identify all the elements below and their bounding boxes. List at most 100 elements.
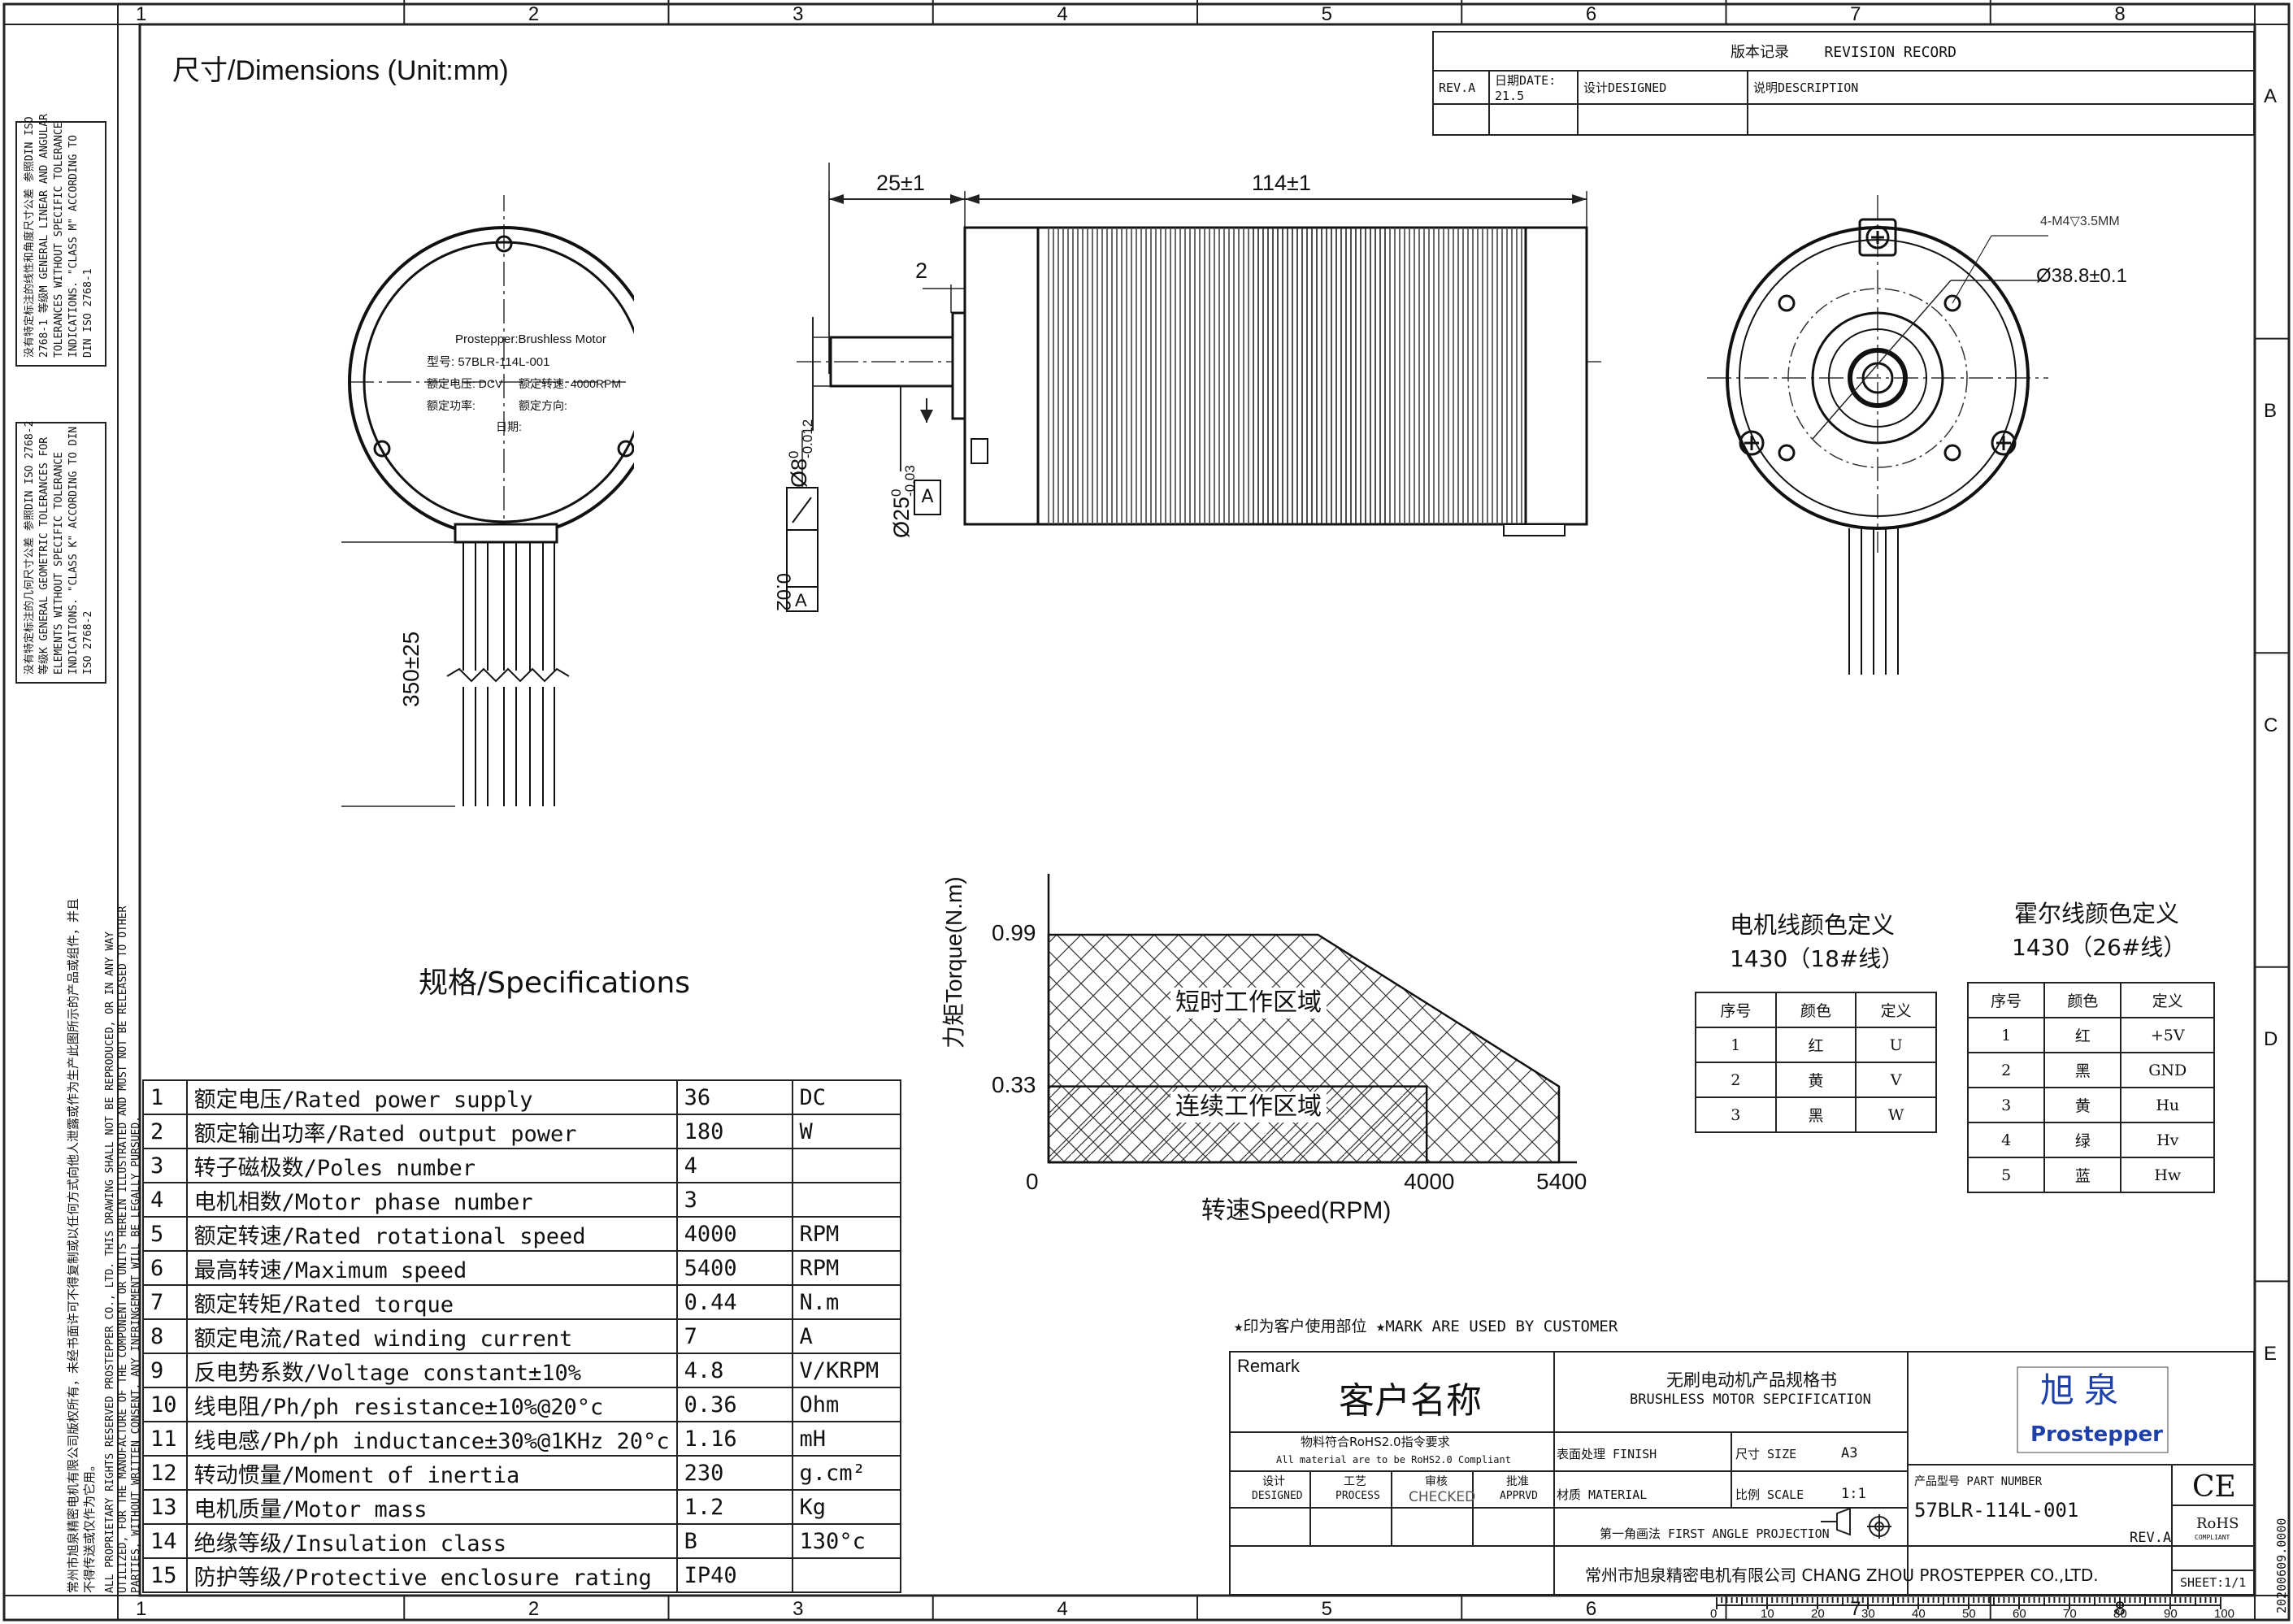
row-letter: D	[2264, 1028, 2278, 1051]
spec-no: 6	[142, 1250, 188, 1286]
spec-no: 9	[142, 1353, 188, 1388]
wire-cell: +5V	[2120, 1017, 2215, 1053]
spec-no: 7	[142, 1284, 188, 1320]
wire-cell: Hv	[2120, 1122, 2215, 1158]
body-length-dim: 114±1	[1252, 171, 1311, 195]
spec-name: 额定转矩/Rated torque	[185, 1284, 678, 1320]
spec-title-cn: 无刷电动机产品规格书	[1666, 1370, 1837, 1390]
wire-cell: 5	[1966, 1157, 2046, 1193]
wire-cell: 4	[1966, 1122, 2046, 1158]
chart-x-tick: 5400	[1536, 1169, 1587, 1194]
chart-region-label: 短时工作区域	[1170, 988, 1327, 1018]
spec-unit: 130°c	[791, 1523, 902, 1559]
column-number-bottom: 3	[793, 1598, 804, 1620]
wire-cell: 蓝	[2043, 1157, 2122, 1193]
material-label: 材质 MATERIAL	[1557, 1487, 1648, 1502]
spec-name: 额定转速/Rated rotational speed	[185, 1216, 678, 1252]
column-number-bottom: 5	[1321, 1598, 1332, 1620]
spec-name: 线电阻/Ph/ph resistance±10%@20°c	[185, 1387, 678, 1422]
chart-xlabel: 转速Speed(RPM)	[1201, 1197, 1392, 1224]
spec-value: 0.36	[675, 1387, 793, 1422]
shaft-length-dim: 25±1	[876, 171, 925, 195]
label-brand: Prostepper:Brushless Motor	[455, 332, 606, 346]
spec-value: B	[675, 1523, 793, 1559]
spec-unit: RPM	[791, 1250, 902, 1286]
spec-no: 5	[142, 1216, 188, 1252]
front-view-drawing	[1707, 195, 2048, 675]
spec-value: 3	[675, 1182, 793, 1218]
spec-value: 1.16	[675, 1421, 793, 1457]
chart-x-tick: 0	[1026, 1169, 1039, 1194]
wire-header: 序号	[1966, 982, 2046, 1018]
spec-unit: V/KRPM	[791, 1353, 902, 1388]
spec-unit	[791, 1182, 902, 1218]
spec-no: 12	[142, 1455, 188, 1491]
spec-name: 反电势系数/Voltage constant±10%	[185, 1353, 678, 1388]
copyright-note-en: ALL PROPRIETARY RIGHTS RESERVED PROSTEPP…	[104, 905, 142, 1593]
tolerance-note-linear: 没有特定标注的线性和角度尺寸公差 参照DIN ISO 2768-1 等级M GE…	[24, 114, 94, 358]
checked-label-en: CHECKED	[1409, 1489, 1476, 1505]
wire-cell: V	[1855, 1062, 1937, 1098]
label-power: 额定功率:	[427, 399, 476, 412]
spec-no: 4	[142, 1182, 188, 1218]
column-number-bottom: 4	[1057, 1598, 1068, 1620]
label-date: 日期:	[496, 420, 522, 433]
logo-cn: 旭泉	[2040, 1370, 2129, 1410]
spec-name: 电机相数/Motor phase number	[185, 1182, 678, 1218]
spec-value: 4	[675, 1148, 793, 1183]
star-note: ★印为客户使用部位 ★MARK ARE USED BY CUSTOMER	[1234, 1318, 1618, 1335]
rohs-mark: RoHS	[2196, 1515, 2239, 1532]
wire-header-row: 序号颜色定义	[1966, 982, 2215, 1018]
revision-date: 日期DATE: 21.5	[1488, 70, 1579, 105]
wire-cell: 1	[1695, 1027, 1777, 1063]
company-name: 常州市旭泉精密电机有限公司 CHANG ZHOU PROSTEPPER CO.,…	[1585, 1565, 2099, 1585]
designed-label-en: DESIGNED	[1252, 1490, 1303, 1502]
spec-name: 转子磁极数/Poles number	[185, 1148, 678, 1183]
spec-name: 最高转速/Maximum speed	[185, 1250, 678, 1286]
column-number-top: 2	[528, 3, 540, 25]
copyright-note-cn: 常州市旭泉精密电机有限公司版权所有，未经书面许可不得复制或以任何方式向他人泄露或…	[66, 897, 97, 1593]
spec-value: 5400	[675, 1250, 793, 1286]
wire-cell: 3	[1695, 1096, 1777, 1133]
spec-unit: RPM	[791, 1216, 902, 1252]
logo-en: Prostepper	[2030, 1422, 2163, 1447]
rev-label: REV.A	[2130, 1530, 2172, 1546]
side-view-drawing	[786, 163, 1601, 612]
spec-name: 额定输出功率/Rated output power	[185, 1114, 678, 1149]
wire-cell: W	[1855, 1096, 1937, 1133]
wire-header-row: 序号颜色定义	[1695, 992, 1937, 1028]
revision-title-cn: 版本记录	[1731, 44, 1790, 61]
column-number-top: 6	[1585, 3, 1597, 25]
approved-label-en: APPRVD	[1500, 1490, 1538, 1502]
sheet-label: SHEET:1/1	[2180, 1575, 2247, 1590]
chart-x-tick: 4000	[1404, 1169, 1455, 1194]
lead-length-dim: 350±25	[398, 631, 423, 707]
scale-tick-label: 80	[2113, 1607, 2127, 1621]
boss-tol-up: 0	[888, 489, 904, 497]
boss-dia-text: Ø25	[889, 496, 914, 538]
revision-rev: REV.A	[1432, 70, 1490, 105]
label-direction: 额定方向:	[519, 399, 567, 412]
wire-cell: GND	[2120, 1052, 2215, 1088]
spec-no: 15	[142, 1557, 188, 1593]
spec-unit	[791, 1148, 902, 1183]
specs-title: 规格/Specifications	[419, 966, 691, 1000]
revision-table: 版本记录 REVISION RECORD REV.A 日期DATE: 21.5 …	[1432, 31, 2255, 136]
wire-cell: Hw	[2120, 1157, 2215, 1193]
size-label: 尺寸 SIZE	[1735, 1447, 1797, 1461]
spec-unit	[791, 1557, 902, 1593]
spec-value: IP40	[675, 1557, 793, 1593]
